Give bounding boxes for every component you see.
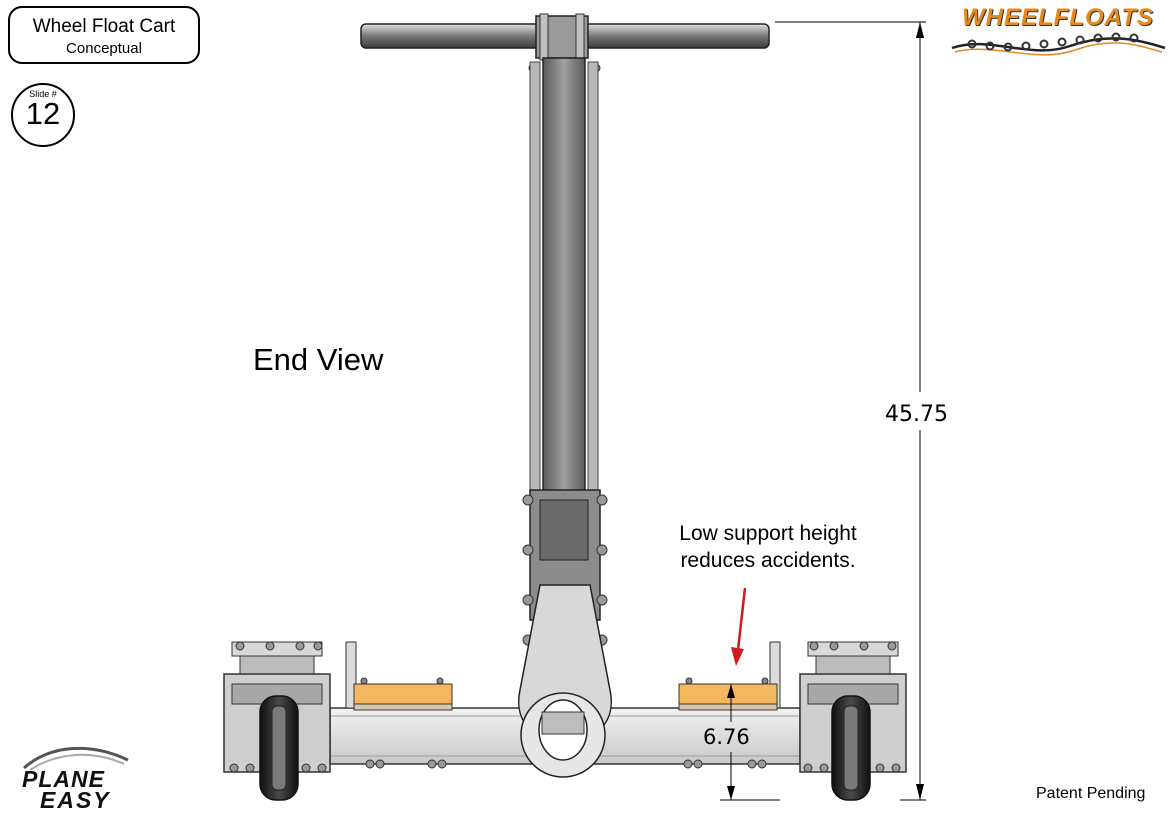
slide-label: Slide # xyxy=(29,89,57,99)
overall-height-value: 45.75 xyxy=(885,402,948,427)
plane-easy-logo-top: PLANE xyxy=(22,766,105,792)
overall-height-dimension: 45.75 xyxy=(775,21,948,801)
right-caster xyxy=(799,641,907,801)
plane-easy-logo-bottom: EASY xyxy=(40,787,111,813)
title: Wheel Float Cart xyxy=(32,16,176,37)
handle-post xyxy=(542,57,586,499)
plane-easy-swoosh xyxy=(23,746,129,771)
patent-notice: Patent Pending xyxy=(1036,785,1146,802)
support-height-dimension: 6.76 xyxy=(703,684,780,801)
tow-eye xyxy=(517,584,613,778)
annotation-line-2: reduces accidents. xyxy=(680,549,856,572)
wheel-floats-logo: WHEELFLOATS xyxy=(962,4,1154,32)
right-support xyxy=(678,641,781,711)
left-caster xyxy=(223,641,331,801)
support-height-value: 6.76 xyxy=(703,725,750,749)
annotation-note: Low support height reduces accidents. xyxy=(640,520,896,574)
view-label: End View xyxy=(253,342,384,377)
wheel-floats-logo-text: WHEELFLOATS xyxy=(962,4,1154,31)
left-support xyxy=(345,641,453,711)
annotation-line-1: Low support height xyxy=(679,522,857,545)
annotation-arrow xyxy=(731,587,747,666)
slide-number-badge: Slide # 12 xyxy=(11,83,75,147)
title-box: Wheel Float Cart Conceptual xyxy=(8,6,200,64)
slide-number: 12 xyxy=(25,96,61,131)
subtitle: Conceptual xyxy=(66,40,142,57)
wheel-floats-logo-wave xyxy=(951,32,1166,56)
